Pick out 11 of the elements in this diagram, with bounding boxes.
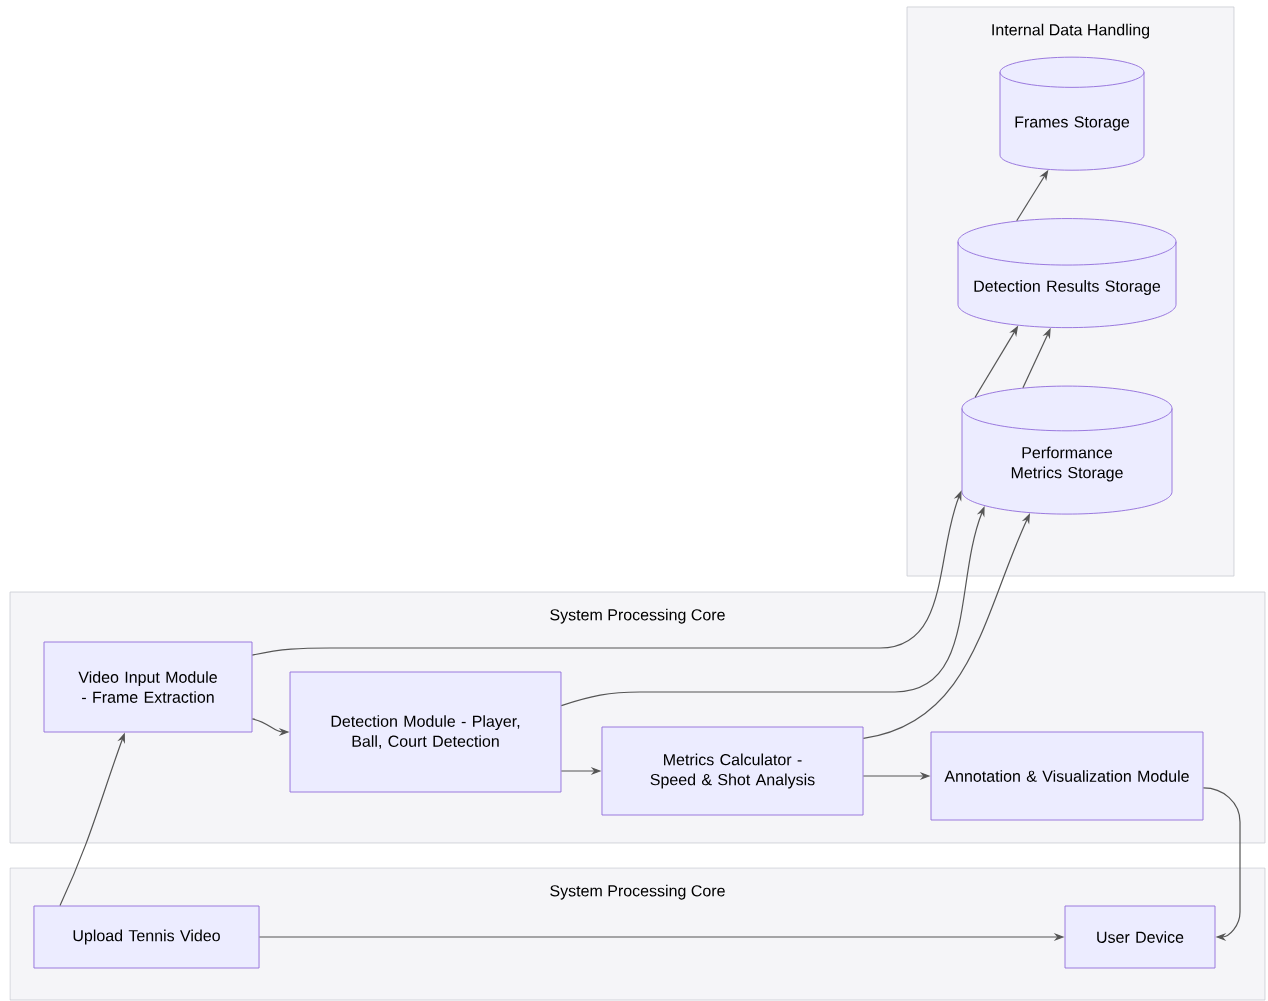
arrow (1202, 787, 1241, 942)
process-box: Annotation & Visualization Module (930, 731, 1204, 821)
arrow (560, 506, 985, 707)
process-box: Video Input Module - Frame Extraction (43, 641, 253, 733)
database-cylinder: Performance Metrics Storage (961, 385, 1173, 515)
database-cylinder: Detection Results Storage (957, 218, 1177, 329)
process-box: Metrics Calculator - Speed & Shot Analysis (601, 726, 864, 816)
process-box: Upload Tennis Video (33, 905, 260, 969)
database-cylinder: Frames Storage (999, 56, 1145, 171)
process-box: User Device (1064, 905, 1216, 969)
process-box: Detection Module - Player, Ball, Court Detection (289, 671, 562, 793)
